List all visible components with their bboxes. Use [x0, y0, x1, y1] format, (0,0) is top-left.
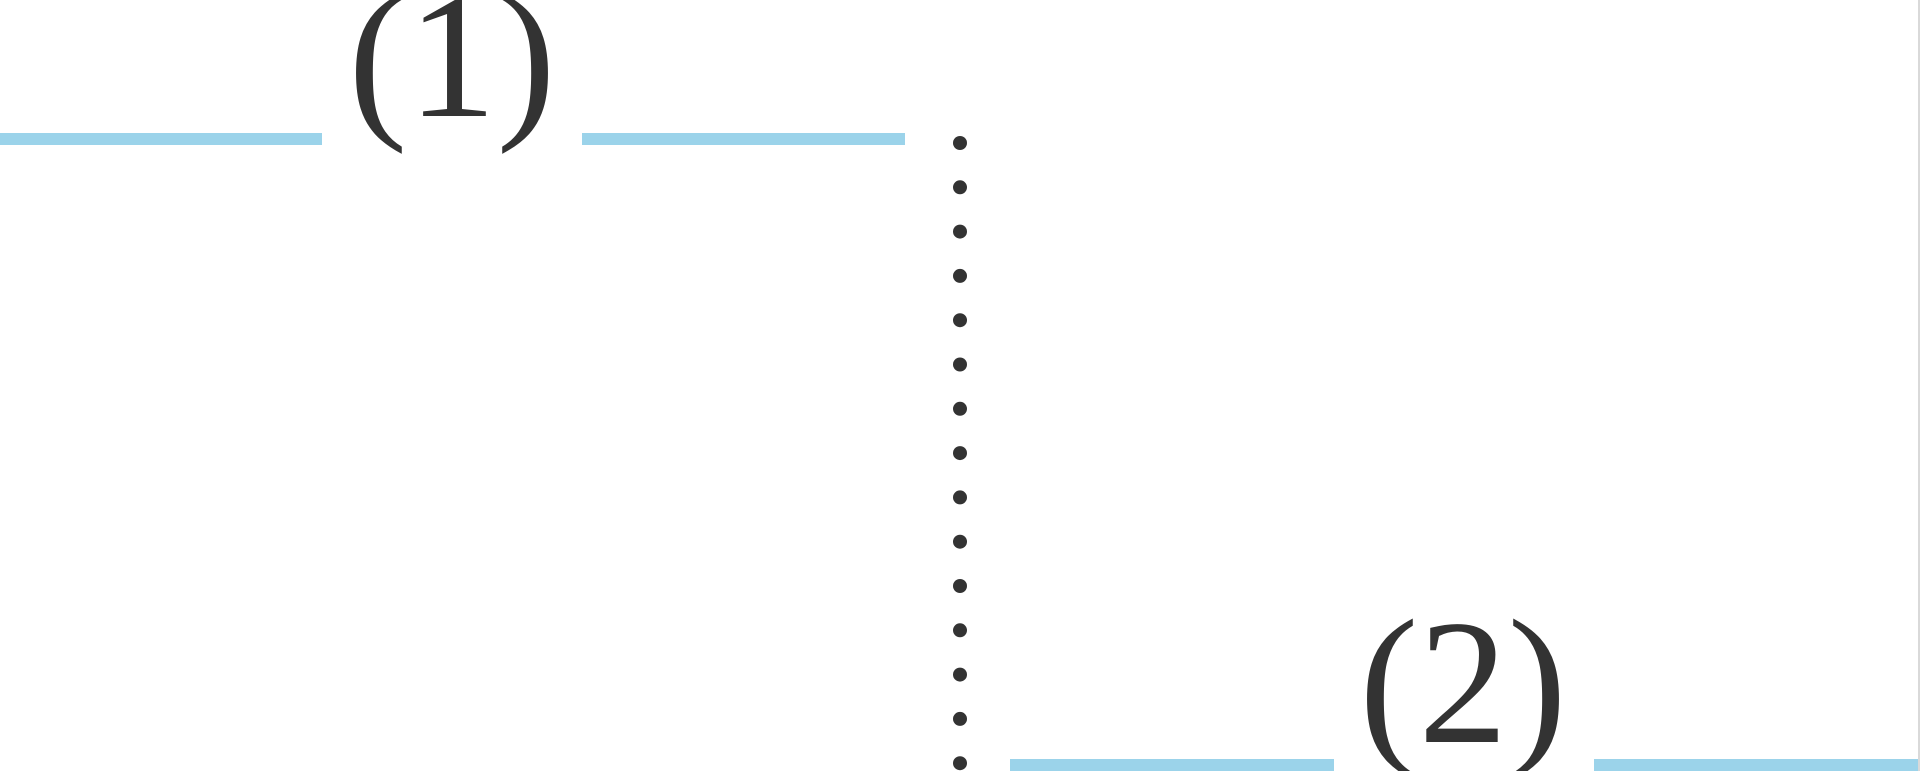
- connector-dot: [953, 623, 967, 638]
- connector-dot: [953, 446, 967, 461]
- connector-dot: [953, 711, 967, 726]
- connector-dot: [953, 357, 967, 372]
- connector-dot: [953, 224, 967, 239]
- frame-edge: [1918, 0, 1920, 771]
- dotted-connector: [953, 136, 967, 771]
- connector-dot: [953, 534, 967, 549]
- connector-dot: [953, 667, 967, 682]
- level-1-label: (1): [348, 0, 556, 155]
- connector-dot: [953, 579, 967, 593]
- connector-dot: [953, 136, 967, 150]
- connector-dot: [953, 268, 967, 283]
- connector-dot: [953, 401, 967, 416]
- connector-dot: [953, 756, 967, 771]
- level-1: (1): [0, 0, 905, 155]
- level-2: (2): [1010, 583, 1918, 771]
- connector-dot: [953, 313, 967, 328]
- level-2-label: (2): [1359, 583, 1567, 771]
- connector-dot: [953, 180, 967, 195]
- connector-dot: [953, 490, 967, 505]
